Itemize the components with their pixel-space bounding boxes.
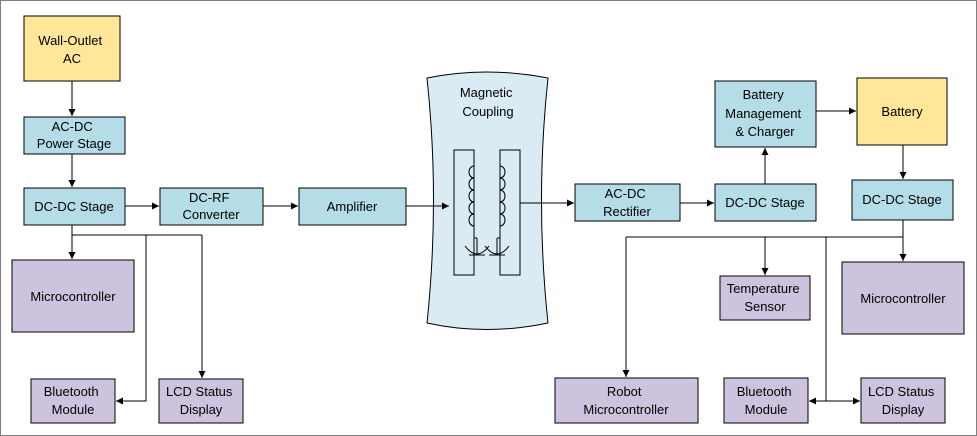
- battery-box: Battery: [856, 77, 948, 146]
- coupling-label: Magnetic Coupling: [460, 85, 516, 119]
- magnetic-coupling: Magnetic Coupling: [426, 71, 549, 330]
- svg-text:Robot Microcontroller: Robot Microcontroller: [583, 384, 669, 417]
- bluetooth-module-right-box: Bluetooth Module: [723, 377, 809, 424]
- svg-text:Battery Management: Battery Management & Charger: [725, 87, 805, 139]
- coupling-shape: [426, 71, 549, 330]
- svg-text:LCD Status Display: LCD Status Display: [868, 384, 938, 417]
- robot-microcontroller-box: Robot Microcontroller: [554, 377, 699, 424]
- svg-text:Amplifier: Amplifier: [327, 199, 378, 214]
- svg-text:Temperature Sensor: Temperature Sensor: [727, 281, 804, 314]
- secondary-core: [499, 149, 521, 276]
- microcontroller-left-box: Microcontroller: [11, 259, 135, 333]
- wall-outlet-box: Wall-Outlet AC: [23, 15, 121, 82]
- svg-text:LCD Status Display: LCD Status Display: [166, 384, 236, 417]
- svg-text:DC-DC Stage: DC-DC Stage: [34, 199, 113, 214]
- connectors-right: [520, 107, 907, 405]
- dc-dc-stage-right-box: DC-DC Stage: [851, 179, 954, 221]
- svg-text:Bluetooth Module: Bluetooth Module: [44, 384, 103, 417]
- svg-text:AC-DC Power Stage: AC-DC Power Stage: [37, 119, 111, 151]
- svg-text:AC-DC Rectifier: AC-DC Rectifier: [603, 186, 651, 219]
- temperature-sensor-box: Temperature Sensor: [719, 275, 811, 321]
- connectors-left: [68, 81, 449, 405]
- ac-dc-power-stage-box: AC-DC Power Stage: [23, 116, 126, 155]
- battery-management-box: Battery Management & Charger: [714, 80, 817, 148]
- bluetooth-module-left-box: Bluetooth Module: [30, 378, 116, 424]
- dc-dc-stage-left-box: DC-DC Stage: [23, 187, 126, 226]
- arrow-bus-to-bt-left: [116, 235, 147, 405]
- svg-text:DC-RF Converter: DC-RF Converter: [182, 190, 240, 222]
- svg-text:Microcontroller: Microcontroller: [860, 291, 946, 306]
- svg-text:Microcontroller: Microcontroller: [30, 289, 116, 304]
- svg-text:DC-DC Stage: DC-DC Stage: [725, 195, 804, 210]
- dc-rf-converter-box: DC-RF Converter: [159, 187, 264, 226]
- lcd-status-display-right-box: LCD Status Display: [860, 377, 946, 424]
- microcontroller-right-box: Microcontroller: [841, 261, 965, 335]
- dc-dc-stage-mid-box: DC-DC Stage: [714, 183, 817, 222]
- svg-text:DC-DC Stage: DC-DC Stage: [862, 192, 941, 207]
- svg-text:Wall-Outlet AC: Wall-Outlet AC: [38, 33, 105, 66]
- svg-text:Battery: Battery: [881, 104, 923, 119]
- secondary-coil-icon: [484, 157, 510, 256]
- lcd-status-display-left-box: LCD Status Display: [158, 378, 244, 424]
- svg-text:Bluetooth Module: Bluetooth Module: [737, 384, 796, 417]
- ac-dc-rectifier-box: AC-DC Rectifier: [574, 183, 681, 222]
- amplifier-box: Amplifier: [298, 187, 407, 226]
- primary-core: [453, 149, 475, 276]
